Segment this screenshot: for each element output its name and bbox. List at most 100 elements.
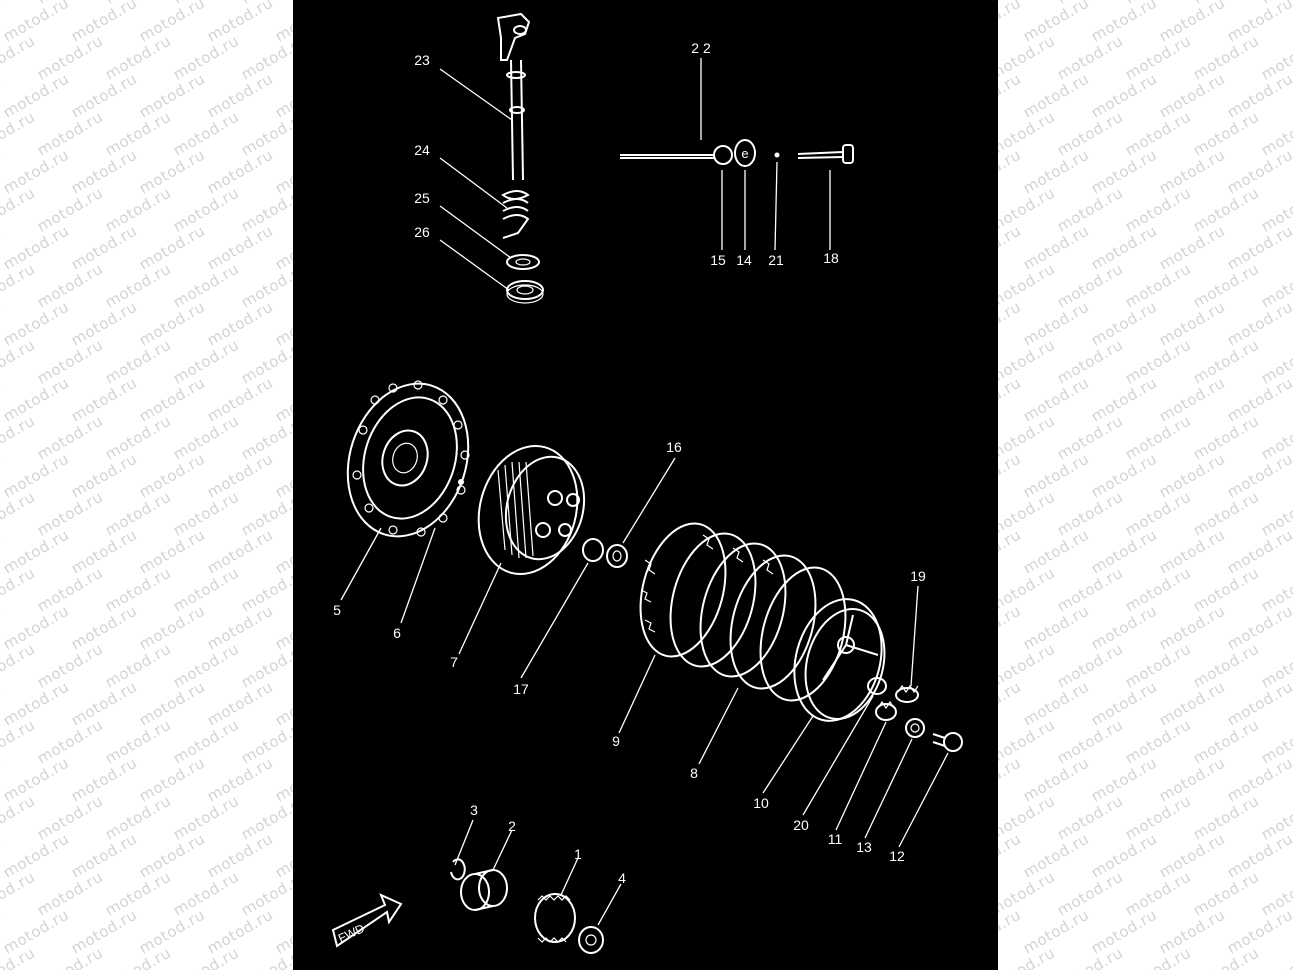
watermark-text: motod.ru — [1224, 753, 1293, 806]
watermark-text: motod.ru — [68, 69, 141, 122]
callout-19: 19 — [910, 568, 926, 584]
watermark-text: motod.ru — [1054, 715, 1127, 768]
watermark-text: motod.ru — [136, 753, 209, 806]
watermark-text: motod.ru — [1258, 715, 1293, 768]
watermark-text: motod.ru — [1156, 69, 1229, 122]
primary-drive-gear — [534, 893, 576, 943]
watermark-text: motod.ru — [1224, 449, 1293, 502]
watermark-text: motod.ru — [68, 753, 141, 806]
watermark-text: motod.ru — [1190, 563, 1263, 616]
watermark-text: motod.ru — [1224, 145, 1293, 198]
nut — [606, 544, 628, 568]
watermark-text: motod.ru — [1122, 259, 1195, 312]
return-spring — [501, 190, 530, 239]
watermark-text: motod.ru — [0, 297, 73, 350]
watermark-text: motod.ru — [0, 867, 39, 920]
watermark-text: motod.ru — [102, 487, 175, 540]
watermark-text: motod.ru — [1054, 867, 1127, 920]
watermark-text: motod.ru — [0, 31, 39, 84]
forward-arrow-icon: FWD — [331, 893, 403, 948]
watermark-text: motod.ru — [34, 31, 107, 84]
watermark-text: motod.ru — [1054, 639, 1127, 692]
watermark-text: motod.ru — [170, 943, 243, 970]
callouts: 23 24 25 26 2 2 15 14 21 18 16 5 6 7 17 … — [333, 40, 926, 886]
callout-25: 25 — [414, 190, 430, 206]
watermark-text: motod.ru — [1190, 0, 1262, 8]
steel-ball — [774, 152, 780, 158]
watermark-text: motod.ru — [1020, 373, 1093, 426]
watermark-text: motod.ru — [102, 943, 175, 970]
watermark-text: motod.ru — [1224, 601, 1293, 654]
watermark-text: motod.ru — [1156, 0, 1229, 46]
watermark-text: motod.ru — [204, 69, 277, 122]
watermark-text: motod.ru — [1156, 601, 1229, 654]
washer — [506, 254, 540, 270]
watermark-text: motod.ru — [0, 145, 5, 198]
watermark-text: motod.ru — [68, 145, 141, 198]
watermark-text: motod.ru — [1054, 335, 1127, 388]
callout-22: 2 2 — [691, 40, 711, 56]
watermark-text: motod.ru — [1088, 677, 1161, 730]
spring-seat — [867, 677, 887, 695]
watermark-text: motod.ru — [0, 183, 39, 236]
watermark-text: motod.ru — [102, 867, 175, 920]
watermark-text: motod.ru — [1122, 563, 1195, 616]
watermark-text: motod.ru — [34, 867, 107, 920]
watermark-text: motod.ru — [170, 715, 243, 768]
fwd-label: FWD — [336, 921, 367, 945]
watermark-text: motod.ru — [102, 183, 175, 236]
watermark-text: motod.ru — [136, 677, 209, 730]
watermark-text: motod.ru — [68, 601, 141, 654]
watermark-text: motod.ru — [68, 525, 141, 578]
watermark-text: motod.ru — [1020, 905, 1093, 958]
watermark-text: motod.ru — [204, 753, 277, 806]
circlip — [450, 858, 466, 881]
watermark-text: motod.ru — [170, 487, 243, 540]
callout-23: 23 — [414, 52, 430, 68]
push-lever-shaft — [496, 12, 531, 181]
watermark-text: motod.ru — [34, 563, 107, 616]
watermark-text: motod.ru — [1258, 563, 1293, 616]
watermark-text: motod.ru — [34, 0, 106, 8]
watermark-text: motod.ru — [1156, 525, 1229, 578]
push-rod-ball — [713, 145, 733, 165]
watermark-text: motod.ru — [1224, 677, 1293, 730]
watermark-text: motod.ru — [102, 107, 175, 160]
watermark-text: motod.ru — [1258, 335, 1293, 388]
watermark-text: motod.ru — [1156, 297, 1229, 350]
watermark-text: motod.ru — [170, 107, 243, 160]
watermark-text: motod.ru — [170, 0, 242, 8]
watermark-text: motod.ru — [170, 335, 243, 388]
watermark-text: motod.ru — [1190, 107, 1263, 160]
compression-spring — [875, 700, 897, 721]
watermark-text: motod.ru — [34, 259, 107, 312]
watermark-text: motod.ru — [204, 525, 277, 578]
watermark-text: motod.ru — [1258, 0, 1293, 8]
watermark-text: motod.ru — [34, 411, 107, 464]
watermark-text: motod.ru — [0, 221, 5, 274]
lock-washer — [582, 538, 604, 562]
watermark-text: motod.ru — [1088, 221, 1161, 274]
watermark-text: motod.ru — [204, 0, 277, 46]
watermark-text: motod.ru — [1054, 0, 1126, 8]
watermark-text: motod.ru — [68, 221, 141, 274]
watermark-text: motod.ru — [1122, 335, 1195, 388]
watermark-text: motod.ru — [1122, 943, 1195, 970]
callout-10: 10 — [753, 795, 769, 811]
watermark-text: motod.ru — [34, 943, 107, 970]
watermark-text: motod.ru — [34, 107, 107, 160]
watermark-text: motod.ru — [0, 943, 39, 970]
watermark-text: motod.ru — [1054, 259, 1127, 312]
watermark-text: motod.ru — [1020, 525, 1093, 578]
callout-20: 20 — [793, 817, 809, 833]
watermark-text: motod.ru — [136, 829, 209, 882]
svg-text:e: e — [741, 146, 748, 161]
watermark-text: motod.ru — [1258, 791, 1293, 844]
callout-15: 15 — [710, 252, 726, 268]
watermark-text: motod.ru — [1054, 791, 1127, 844]
bushing — [460, 869, 508, 911]
watermark-text: motod.ru — [170, 867, 243, 920]
watermark-text: motod.ru — [102, 259, 175, 312]
watermark-text: motod.ru — [0, 753, 73, 806]
watermark-text: motod.ru — [1224, 69, 1293, 122]
